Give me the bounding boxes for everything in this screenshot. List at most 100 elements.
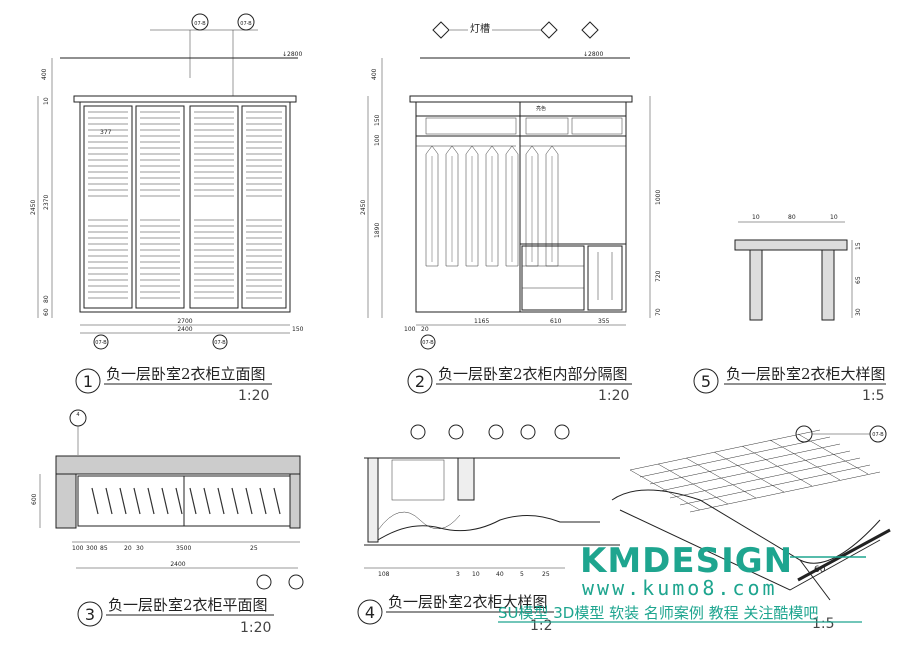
section-marker bbox=[581, 21, 599, 39]
dim-a: 108 bbox=[378, 571, 390, 578]
callout-label: 07-B bbox=[240, 21, 252, 27]
dim-w-inner: 2400 bbox=[177, 326, 192, 333]
section-marker bbox=[432, 21, 450, 39]
dim-d: 40 bbox=[496, 571, 504, 578]
plan-hanger bbox=[91, 487, 99, 515]
grid-line bbox=[741, 445, 813, 487]
garment bbox=[505, 145, 519, 267]
dim-h7: 150 bbox=[374, 114, 381, 126]
dim-c: 85 bbox=[100, 545, 108, 552]
grid-line bbox=[669, 457, 861, 499]
callout-marker bbox=[256, 574, 272, 590]
plan-hanger bbox=[133, 487, 141, 515]
dim-a: 100 bbox=[72, 545, 84, 552]
drawing-title: 负一层卧室2衣柜立面图 bbox=[106, 365, 266, 383]
dim-f: 25 bbox=[542, 571, 550, 578]
dim-h2: 2450 bbox=[30, 200, 37, 215]
drawing-title: 负一层卧室2衣柜平面图 bbox=[108, 596, 268, 614]
plan-hanger bbox=[175, 487, 183, 515]
dim-e3: 60 bbox=[43, 308, 50, 316]
grid-line bbox=[797, 433, 869, 475]
grid-line bbox=[629, 429, 821, 471]
dim-h3: 2370 bbox=[43, 195, 50, 210]
dim-w2: 610 bbox=[550, 318, 562, 325]
drawing-scale: 1:20 bbox=[598, 388, 629, 404]
drawing-scale: 1:5 bbox=[862, 388, 885, 404]
callout-label: 07-B bbox=[422, 340, 434, 346]
plan-hanger bbox=[161, 487, 169, 515]
label-light-slot: 灯槽 bbox=[470, 22, 490, 35]
grid-line bbox=[639, 436, 831, 478]
dim-e: 5 bbox=[520, 571, 524, 578]
dim-d: 65 bbox=[855, 276, 862, 284]
drawing-number-circle bbox=[75, 368, 101, 394]
callout-marker bbox=[420, 334, 436, 350]
plan-hanger bbox=[217, 487, 225, 515]
drawing-2-interior: 灯槽 ↓2800 400 2450 1890 150 100 1000 720 … bbox=[360, 21, 662, 404]
grid-line bbox=[769, 439, 841, 481]
dim-e4: 150 bbox=[292, 326, 304, 333]
callout-marker bbox=[410, 424, 426, 440]
dim-h8: 100 bbox=[374, 134, 381, 146]
drawing-number: 5 bbox=[701, 372, 711, 391]
drawing-number-circle bbox=[407, 368, 433, 394]
dim-h5: 720 bbox=[655, 270, 662, 282]
dim-w4: 100 bbox=[404, 326, 416, 333]
plan-hanger bbox=[105, 487, 113, 515]
dim-b: 80 bbox=[788, 214, 796, 221]
callout-marker bbox=[554, 424, 570, 440]
dim-b: 3 bbox=[456, 571, 460, 578]
dim-w3: 355 bbox=[598, 318, 610, 325]
dim-depth: 600 bbox=[31, 493, 38, 505]
louver-lines bbox=[88, 111, 282, 299]
drawing-scale: 1:20 bbox=[240, 620, 271, 636]
drawing-title: 负一层卧室2衣柜内部分隔图 bbox=[438, 365, 628, 383]
dim-h2: 2450 bbox=[360, 200, 367, 215]
dim-e: 30 bbox=[136, 545, 144, 552]
callout-label: 4 bbox=[76, 412, 79, 418]
dim-e2: 80 bbox=[43, 295, 50, 303]
dim-f: 25 bbox=[250, 545, 258, 552]
drawing-1-elevation: 07-B 07-B ↓2800 400 2450 2370 10 80 60 3… bbox=[30, 13, 304, 404]
plan-hanger bbox=[245, 487, 253, 515]
plan-hangers bbox=[91, 487, 281, 515]
dim-c: 15 bbox=[855, 242, 862, 250]
garment bbox=[445, 145, 459, 267]
dim-w-total: 2700 bbox=[177, 318, 192, 325]
grid-line bbox=[689, 471, 881, 513]
dim-h1: 400 bbox=[41, 68, 48, 80]
side-dim: 60 bbox=[814, 565, 826, 575]
dim-c: 10 bbox=[472, 571, 480, 578]
watermark-tagline: SU模型 3D模型 软装 名师案例 教程 关注酷模吧 bbox=[498, 604, 818, 622]
plan-hanger bbox=[231, 487, 239, 515]
dim-h4: 1890 bbox=[374, 223, 381, 238]
dim-h6: 70 bbox=[655, 308, 662, 316]
dim-a2: 10 bbox=[830, 214, 838, 221]
drawing-number: 2 bbox=[415, 372, 425, 391]
callout-marker bbox=[448, 424, 464, 440]
callout-label: 07-B bbox=[214, 340, 226, 346]
dim-w5: 20 bbox=[421, 326, 429, 333]
garment bbox=[425, 145, 439, 267]
dim-e1: 10 bbox=[43, 97, 50, 105]
dim-door: 377 bbox=[100, 129, 112, 136]
callout-marker bbox=[520, 424, 536, 440]
callout-label: 07-B bbox=[95, 340, 107, 346]
plan-hanger bbox=[189, 487, 197, 515]
dim-top: ↓2800 bbox=[282, 51, 302, 58]
iso-grid bbox=[629, 429, 881, 513]
hanging-clothes bbox=[425, 145, 559, 267]
drawing-title: 负一层卧室2衣柜大样图 bbox=[388, 593, 548, 611]
dim-a: 10 bbox=[752, 214, 760, 221]
drawing-5-detail: 10 80 10 15 65 30 5 负一层卧室2衣柜大样图 1:5 bbox=[693, 214, 886, 404]
drawing-3-plan: 4 600 100 300 85 20 30 3500 25 2400 3 负一… bbox=[31, 409, 304, 636]
grid-line bbox=[659, 450, 851, 492]
isometric-view: 07-B 60 1:5 bbox=[611, 425, 891, 632]
callout-marker bbox=[488, 424, 504, 440]
drawing-number: 3 bbox=[85, 605, 95, 624]
dim-w-total: 2400 bbox=[170, 561, 185, 568]
dim-b: 300 bbox=[86, 545, 98, 552]
drawing-number-circle bbox=[357, 599, 383, 625]
dim-top: ↓2800 bbox=[583, 51, 603, 58]
plan-hanger bbox=[119, 487, 127, 515]
